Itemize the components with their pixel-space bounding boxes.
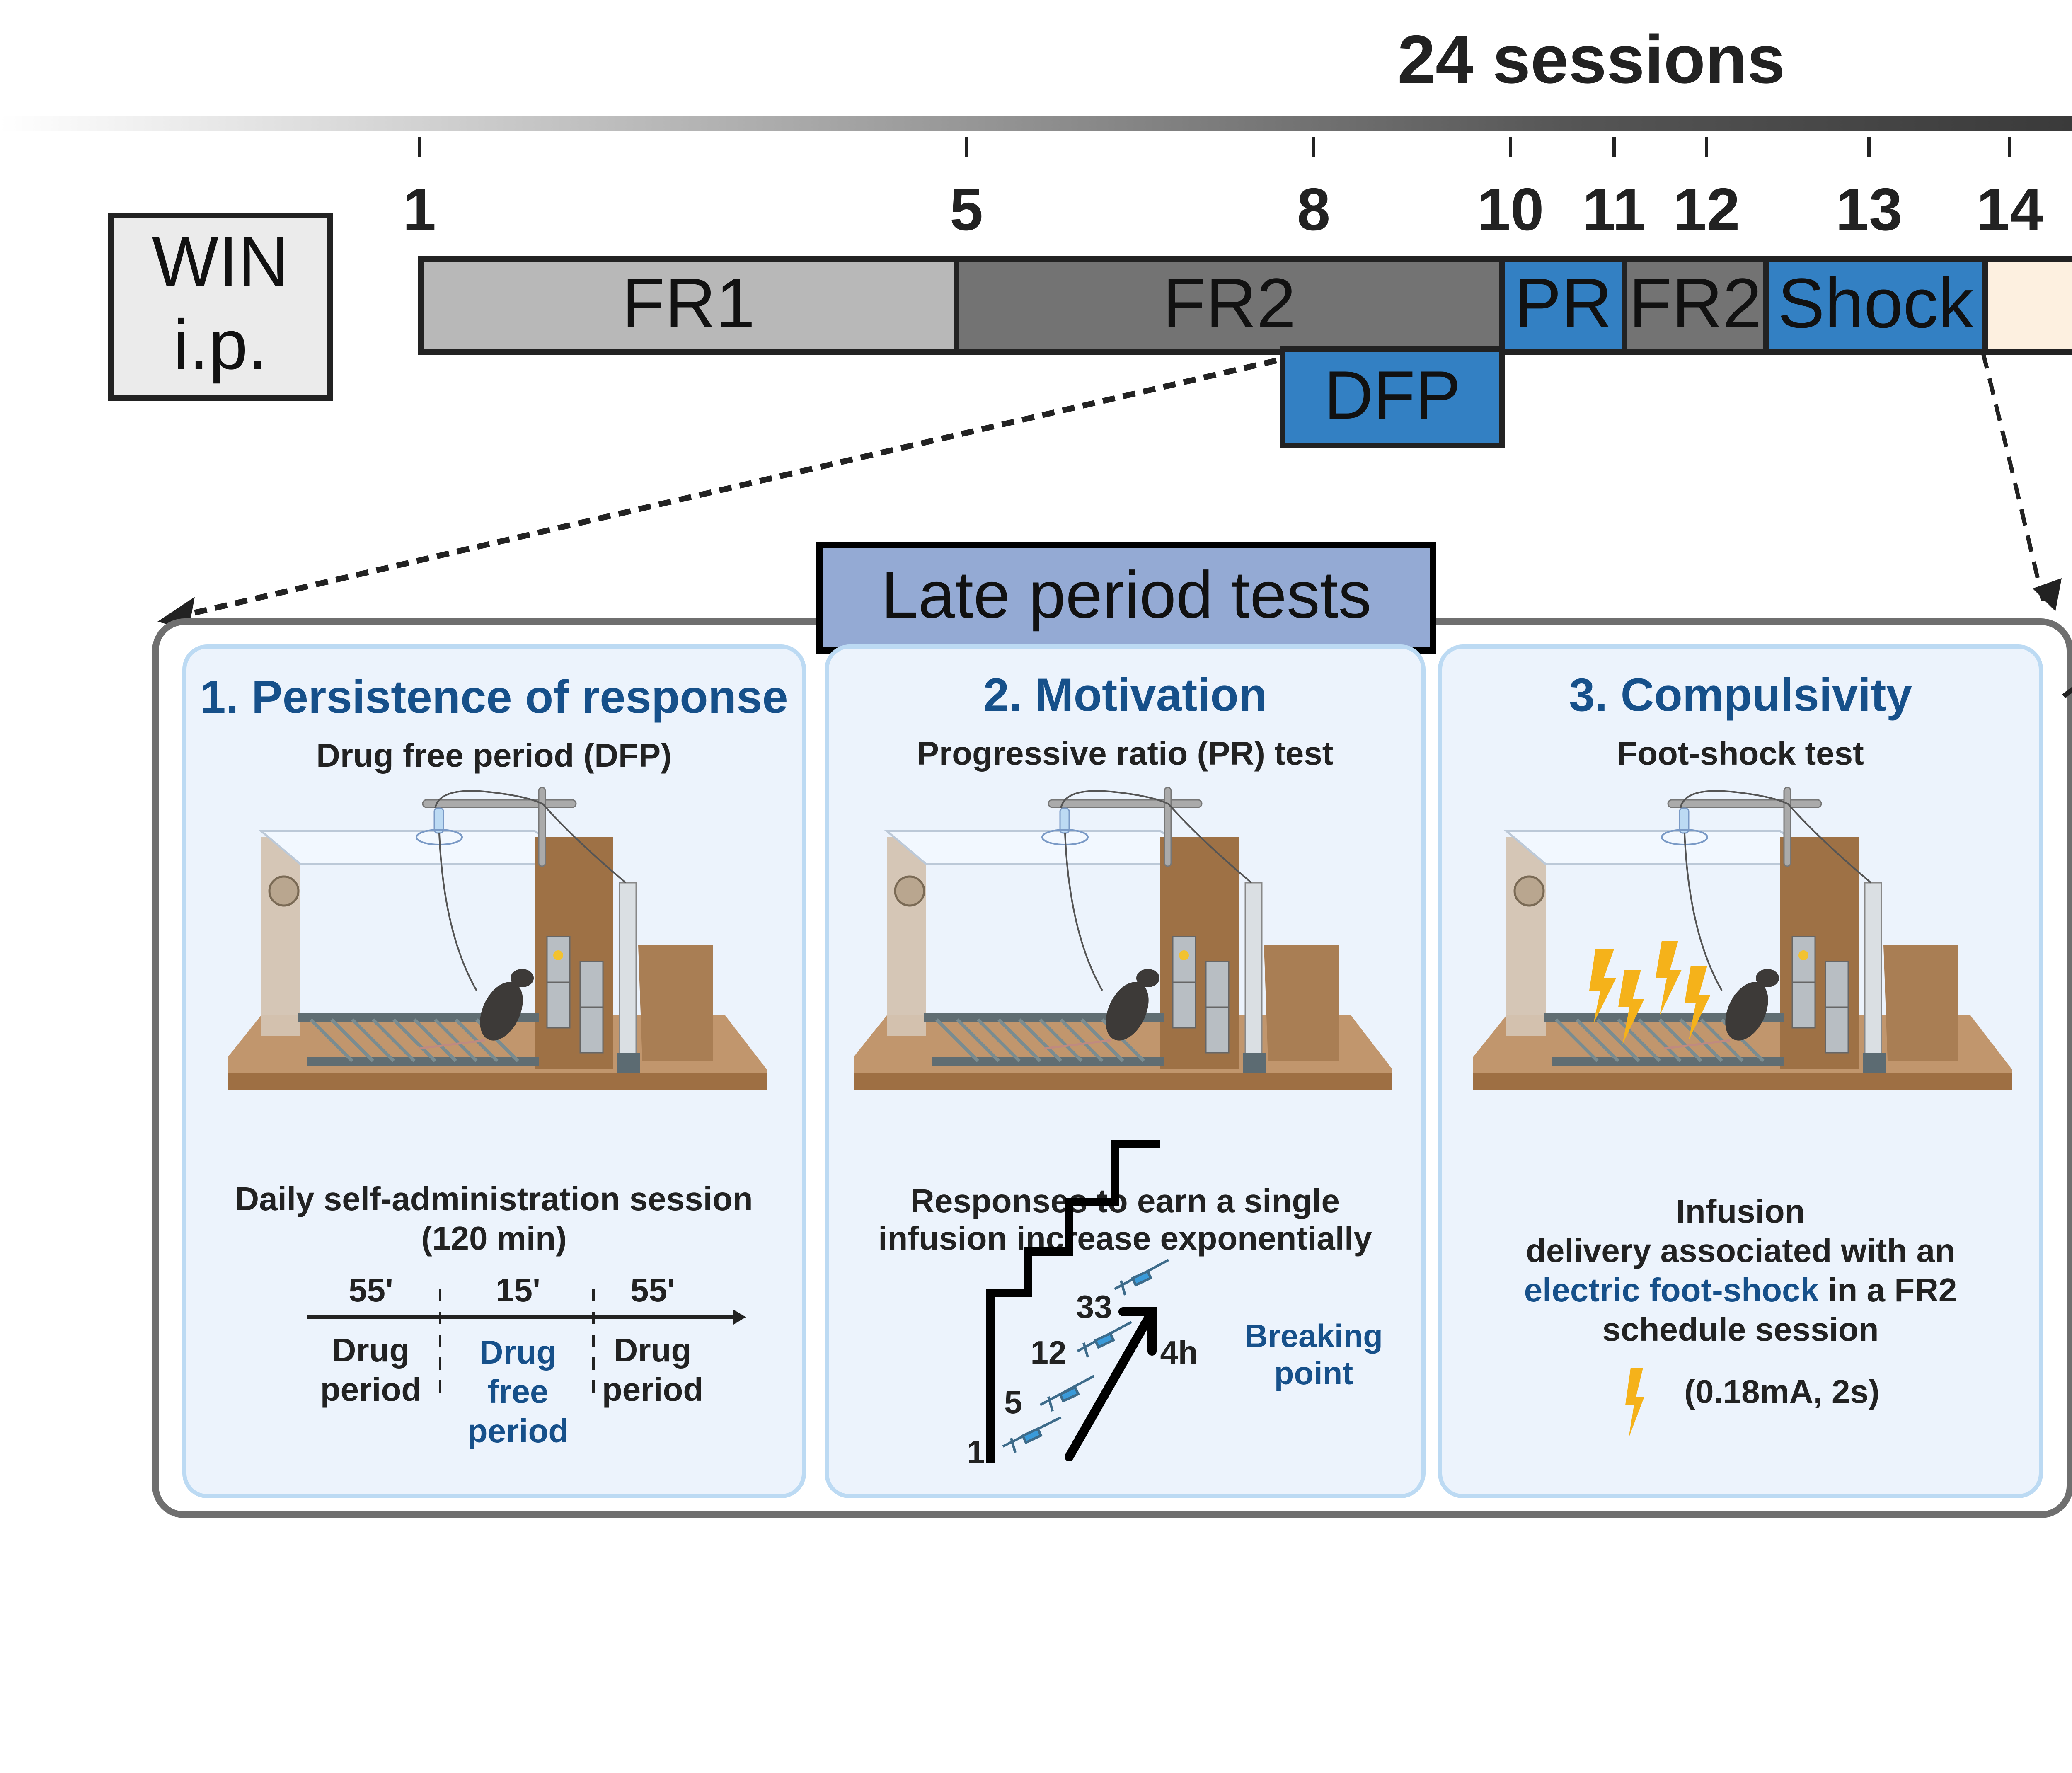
shock-bolts-icon (1589, 941, 1711, 1044)
pr-duration: 4h (1160, 1334, 1198, 1371)
shock-params: (0.18mA, 2s) (1684, 1373, 1879, 1410)
pr-step-label: 33 (1076, 1289, 1112, 1325)
phase-label: PR (1514, 264, 1612, 343)
phase-block-extinction: Extinction (1982, 256, 2072, 355)
session-arrowhead-icon (733, 1310, 746, 1325)
late-tests-title: Late period tests (881, 557, 1372, 632)
late-period-tests: Late period tests 1. Persistence of resp… (152, 542, 2072, 1518)
tick-label: 11 (1582, 176, 1646, 243)
pr-step-label: 1 (967, 1434, 985, 1470)
tick-label: 10 (1477, 176, 1544, 243)
segment-label: period (320, 1371, 421, 1408)
phase-block-fr2: FR2 (954, 256, 1505, 355)
timeline-ticks: 15810111213142324 (403, 137, 2043, 243)
treatment-box: WIN i.p. (108, 213, 333, 401)
segment-label: Drug (614, 1332, 692, 1369)
late-tests-title-box (816, 542, 1436, 654)
breaking-point-line1: Breaking (1244, 1318, 1383, 1354)
phase-label: FR2 (1163, 264, 1296, 343)
caption-line3-rest: in a FR2 (1819, 1272, 1957, 1308)
panel3-heading: 3. Compulsivity (1569, 669, 1912, 721)
lightning-icon (1625, 1368, 1644, 1438)
panel3-caption-line3: electric foot-shock in a FR2 (1524, 1272, 1957, 1308)
breaking-point-line2: point (1274, 1355, 1353, 1391)
panel1-caption-line1: Daily self-administration session (235, 1180, 753, 1217)
phase-block-fr2: FR2 (1622, 256, 1769, 355)
tick-label: 5 (950, 176, 983, 243)
panel2-caption-line1: Responses to earn a single (910, 1182, 1340, 1219)
segment-label: period (602, 1371, 703, 1408)
panel-persistence: 1. Persistence of response Drug free per… (182, 644, 806, 1498)
tick-label: 8 (1297, 176, 1331, 243)
connector-dfp-line (173, 358, 1277, 620)
segment-label: free (488, 1373, 549, 1410)
panel2-subheading: Progressive ratio (PR) test (917, 735, 1334, 772)
timeline-phases: FR1FR2PRFR2ShockExtinctionCue (418, 256, 2072, 355)
phase-label: Shock (1778, 264, 1974, 343)
connector-shock-arrowhead-icon (2033, 578, 2062, 611)
segment-label: Drug (332, 1332, 410, 1369)
segment-duration: 15' (496, 1272, 540, 1308)
treatment-line1: WIN (152, 223, 289, 301)
pr-step-label: 12 (1031, 1334, 1067, 1371)
pr-step-label: 5 (1004, 1384, 1022, 1420)
panel3-caption-line2: delivery associated with an (1526, 1232, 1955, 1269)
panel3-caption-line1: Infusion (1676, 1193, 1805, 1230)
phase-block-shock: Shock (1763, 256, 1988, 355)
segment-label: period (467, 1412, 569, 1449)
treatment-line2: i.p. (174, 305, 268, 384)
timeline-title: 24 sessions (1397, 21, 1785, 97)
tick-label: 14 (1976, 176, 2043, 243)
panel3-caption-line4: schedule session (1602, 1311, 1879, 1348)
phase-block-fr1: FR1 (418, 256, 959, 355)
staircase-icon (986, 1140, 1160, 1463)
connector-shock-line (1981, 351, 2045, 602)
foot-shock-highlight: electric foot-shock (1524, 1272, 1819, 1308)
phase-label: FR2 (1629, 264, 1762, 343)
panel2-caption-line2: infusion increase exponentially (878, 1220, 1372, 1257)
panel1-subheading: Drug free period (DFP) (316, 737, 672, 774)
tick-label: 12 (1673, 176, 1740, 243)
tick-label: 13 (1835, 176, 1902, 243)
segment-duration: 55' (630, 1272, 675, 1308)
panel1-heading: 1. Persistence of response (200, 671, 788, 723)
panel-motivation: 2. Motivation Progressive ratio (PR) tes… (825, 644, 1426, 1498)
session-segments: 55'Drugperiod15'Drugfreeperiod55'Drugper… (320, 1272, 703, 1449)
increase-arrow-icon (1065, 1307, 1157, 1461)
panel2-heading: 2. Motivation (983, 669, 1267, 721)
segment-label: Drug (479, 1334, 557, 1371)
phase-block-pr: PR (1499, 256, 1627, 355)
timeline: 24 sessions 15810111213142324 WIN i.p. F… (0, 21, 2072, 630)
dfp-box: DFP (1280, 346, 1505, 448)
timeline-axis (0, 116, 2072, 131)
panel1-caption-line2: (120 min) (421, 1220, 566, 1257)
syringe-icon (1002, 1259, 1169, 1453)
dfp-label: DFP (1324, 357, 1461, 433)
phase-label: FR1 (622, 264, 755, 343)
tick-label: 1 (403, 176, 436, 243)
panel3-subheading: Foot-shock test (1617, 735, 1864, 772)
panel-compulsivity: 3. Compulsivity Foot-shock test Infusion… (1438, 644, 2043, 1498)
segment-duration: 55' (349, 1272, 393, 1308)
